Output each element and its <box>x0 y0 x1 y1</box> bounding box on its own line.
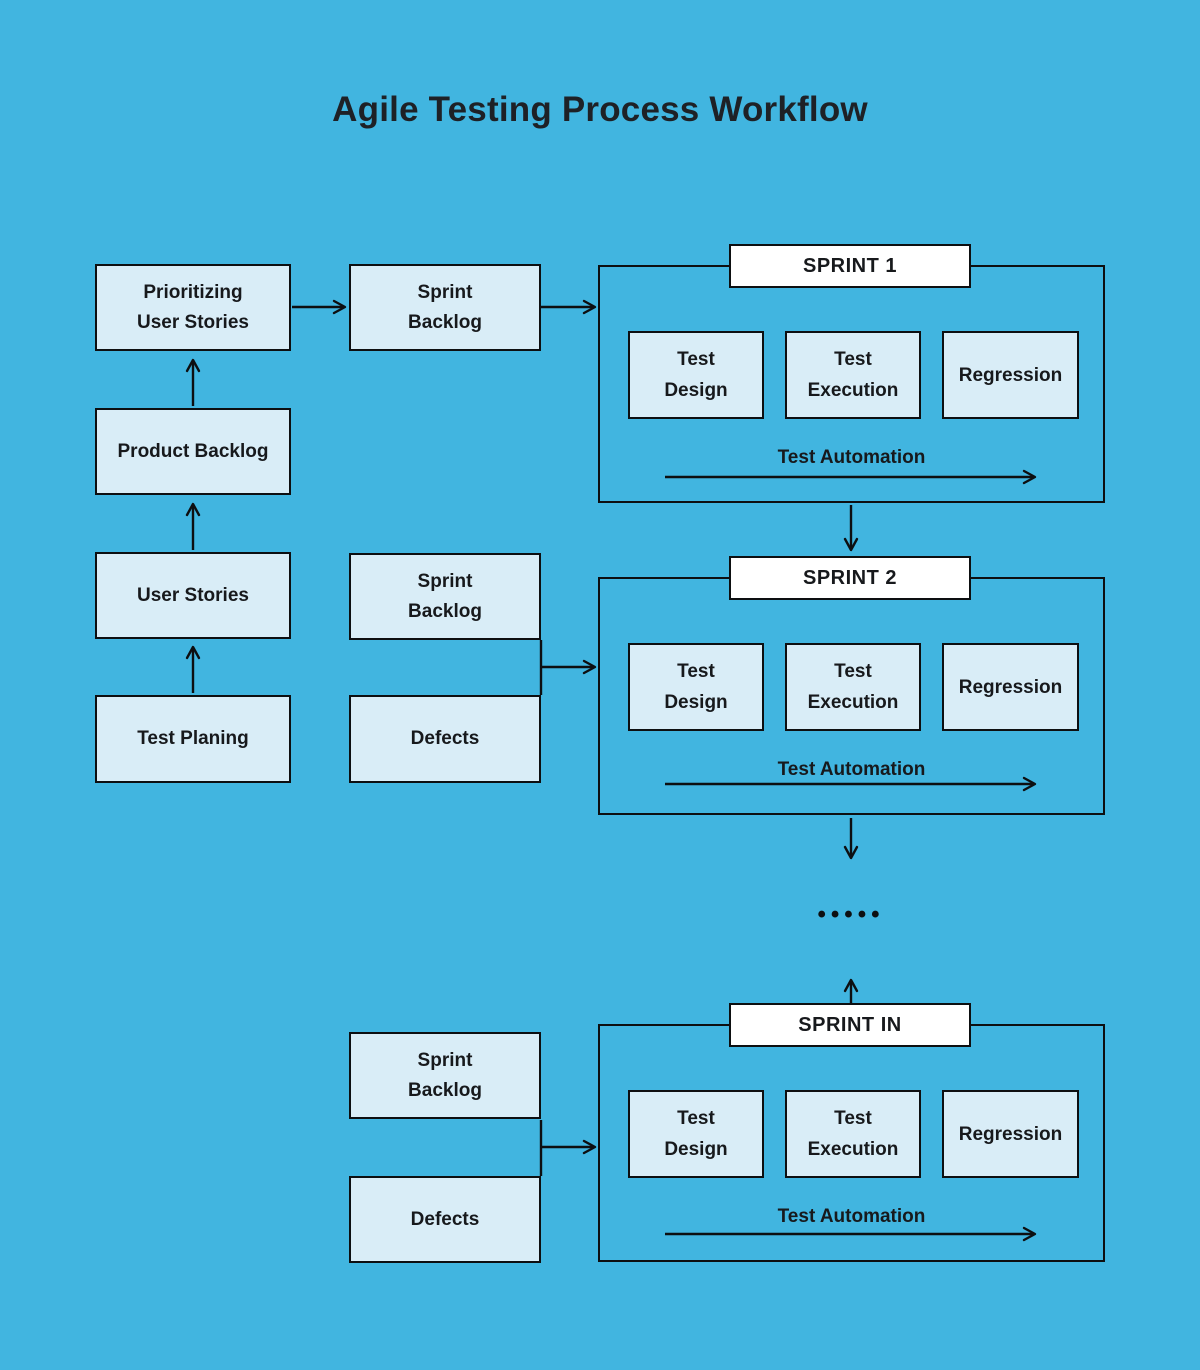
sprint-ellipsis-dots: ••••• <box>817 901 885 928</box>
test-automation-label-sprintin: Test Automation <box>777 1206 926 1227</box>
node-regression-sprint1: Regression <box>942 331 1079 419</box>
sprint-2-label: SPRINT 2 <box>729 556 971 600</box>
node-prioritizing-user-stories: Prioritizing User Stories <box>95 264 291 351</box>
node-test-execution-sprint1: Test Execution <box>785 331 921 419</box>
sprint-2-container: SPRINT 2 Test Design Test Execution Regr… <box>598 556 1105 815</box>
node-sprint-backlog-2: Sprint Backlog <box>349 553 541 640</box>
node-test-design-sprintin: Test Design <box>628 1090 764 1178</box>
node-defects-3: Defects <box>349 1176 541 1263</box>
page-title: Agile Testing Process Workflow <box>332 90 868 129</box>
sprint-1-container: SPRINT 1 Test Design Test Execution Regr… <box>598 244 1105 503</box>
node-regression-sprintin: Regression <box>942 1090 1079 1178</box>
node-regression-sprint2: Regression <box>942 643 1079 731</box>
node-user-stories: User Stories <box>95 552 291 639</box>
node-product-backlog: Product Backlog <box>95 408 291 495</box>
sprint-1-label: SPRINT 1 <box>729 244 971 288</box>
node-test-design-sprint2: Test Design <box>628 643 764 731</box>
node-sprint-backlog-1: Sprint Backlog <box>349 264 541 351</box>
node-test-design-sprint1: Test Design <box>628 331 764 419</box>
node-sprint-backlog-3: Sprint Backlog <box>349 1032 541 1119</box>
node-test-execution-sprint2: Test Execution <box>785 643 921 731</box>
node-test-execution-sprintin: Test Execution <box>785 1090 921 1178</box>
sprint-in-container: SPRINT IN Test Design Test Execution Reg… <box>598 1003 1105 1262</box>
node-defects-2: Defects <box>349 695 541 783</box>
test-automation-label-sprint2: Test Automation <box>777 759 926 780</box>
test-automation-label-sprint1: Test Automation <box>777 447 926 468</box>
node-test-planing: Test Planing <box>95 695 291 783</box>
sprint-in-label: SPRINT IN <box>729 1003 971 1047</box>
